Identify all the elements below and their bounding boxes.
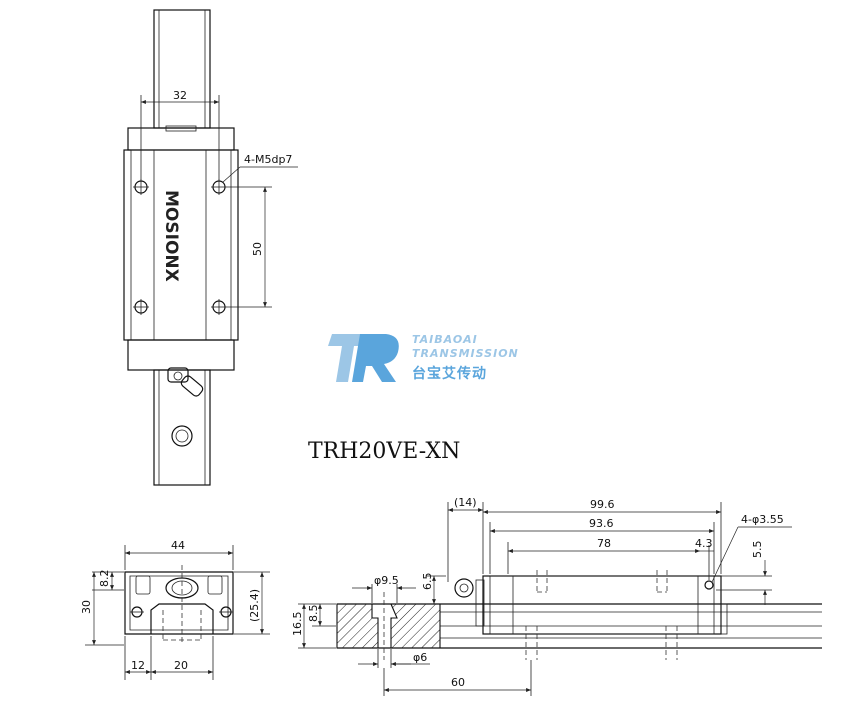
dim-hole-spacing: 50	[251, 242, 264, 256]
side-block	[482, 575, 722, 635]
side-grease-nipple	[454, 578, 474, 598]
dim-front-height: 30	[80, 600, 93, 614]
dim-rail-pitch: 60	[451, 676, 465, 689]
dim-hole-height: 5.5	[751, 541, 764, 559]
dim-rail-width: 20	[174, 659, 188, 672]
side-view: (14) 99.6 93.6 78 4.3 4-φ3.55 5.5 φ9.5	[291, 496, 822, 696]
watermark-logo: TAIBAOAI TRANSMISSION 台宝艾传动	[328, 333, 519, 382]
end-cap-bottom	[127, 339, 235, 371]
dim-length-total: 99.6	[590, 498, 615, 511]
dim-front-inner: (25.4)	[248, 589, 261, 622]
rail-section-right	[390, 603, 441, 649]
watermark-line1: TAIBAOAI	[412, 333, 478, 346]
top-view: MOSIONX 32 4-M5dp7 50	[123, 9, 298, 486]
dim-length-body: 93.6	[589, 517, 614, 530]
watermark-chinese: 台宝艾传动	[412, 365, 487, 382]
dim-length-holes: 78	[597, 537, 611, 550]
front-rail-channel	[150, 603, 214, 634]
dim-side-overhang: (14)	[454, 496, 477, 509]
front-block-outline	[124, 571, 234, 635]
dim-rail-offset: 12	[131, 659, 145, 672]
dim-rail-height: 16.5	[291, 612, 304, 637]
bolt-holes	[133, 179, 227, 315]
dim-hole-dia: 4-φ3.55	[741, 513, 784, 526]
rail-hole-top	[171, 425, 193, 447]
dim-front-top: 8.2	[98, 570, 111, 588]
dim-rail-hole-depth: 8.5	[307, 605, 320, 623]
rail-top-upper	[153, 9, 211, 129]
dim-hole-offset: 4.3	[695, 537, 713, 550]
model-title: TRH20VE-XN	[308, 439, 460, 464]
watermark-line2: TRANSMISSION	[412, 347, 519, 360]
dim-cb-depth: 6.5	[421, 573, 434, 591]
brand-logo: MOSIONX	[161, 190, 181, 282]
front-view: 44 8.2 30 (25.4) 12 20	[80, 539, 270, 680]
dim-front-width: 44	[171, 539, 185, 552]
dim-through-hole: φ6	[413, 651, 427, 664]
dim-top-width: 32	[173, 89, 187, 102]
rail-section-left	[336, 603, 379, 649]
dim-counterbore: φ9.5	[374, 574, 399, 587]
grease-nipple	[167, 367, 204, 397]
dim-bolt-spec: 4-M5dp7	[244, 153, 292, 166]
rail-top-lower	[153, 369, 211, 486]
